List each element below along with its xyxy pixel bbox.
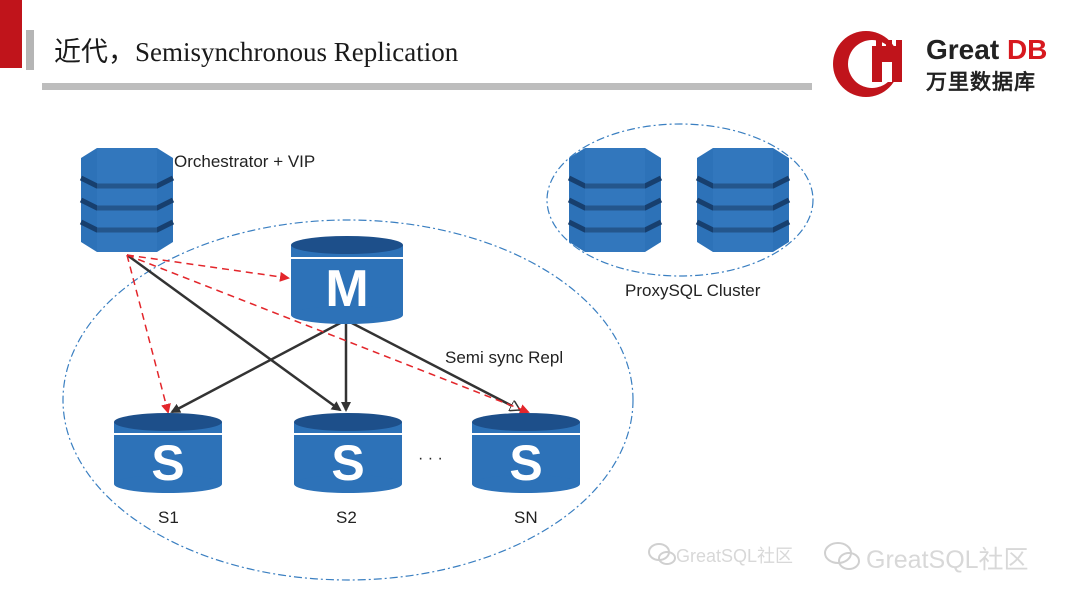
watermark-text-2: GreatSQL社区 [866,546,1029,574]
title-accent-gray [26,30,34,70]
repl-arrow-m-sn [345,318,520,410]
replication-label: Semi sync Repl [445,348,564,367]
repl-arrow-m-s1 [170,318,347,414]
logo-brand-accent: DB [1006,34,1048,65]
logo-brand: Great [926,34,1000,65]
master-letter: M [325,260,368,318]
title-underline [42,83,812,90]
title-accent-red [0,0,22,68]
slave-db-icon-s2: S [294,413,402,493]
watermark-chat-icon-2 [824,542,860,570]
greatdb-logo-icon [833,31,902,97]
watermark-text-1: GreatSQL社区 [676,546,794,566]
slave-letter-sn: S [509,435,542,491]
ellipsis-label: · · · [418,450,443,467]
mysql-cluster-boundary [62,219,634,581]
proxysql-cluster-boundary [546,123,814,277]
orchestrator-label: Orchestrator + VIP [174,152,316,171]
greatdb-logo: Great DB 万里数据库 [826,26,1066,98]
orchestrator-arrow-master [126,254,290,282]
logo-chinese-name: 万里数据库 [926,71,1036,94]
proxysql-node-1-icon [569,148,661,252]
orchestrator-arrow-s1 [126,254,171,414]
proxysql-cluster-label: ProxySQL Cluster [625,281,761,300]
watermark-chat-icon-1 [648,543,676,565]
master-db-icon: M [291,236,403,324]
slave-label-s2: S2 [336,508,357,527]
orchestrator-arrow-s2 [126,253,342,412]
proxysql-node-2-icon [697,148,789,252]
slave-db-icon-sn: S [472,413,580,493]
orchestrator-db-icon [81,148,173,252]
slave-db-icon-s1: S [114,413,222,493]
logo-wordmark: Great DB [926,34,1047,66]
slave-letter-s1: S [151,435,184,491]
page-title: 近代，Semisynchronous Replication [54,37,459,67]
slave-letter-s2: S [331,435,364,491]
slave-label-s1: S1 [158,508,179,527]
slave-label-sn: SN [514,508,538,527]
